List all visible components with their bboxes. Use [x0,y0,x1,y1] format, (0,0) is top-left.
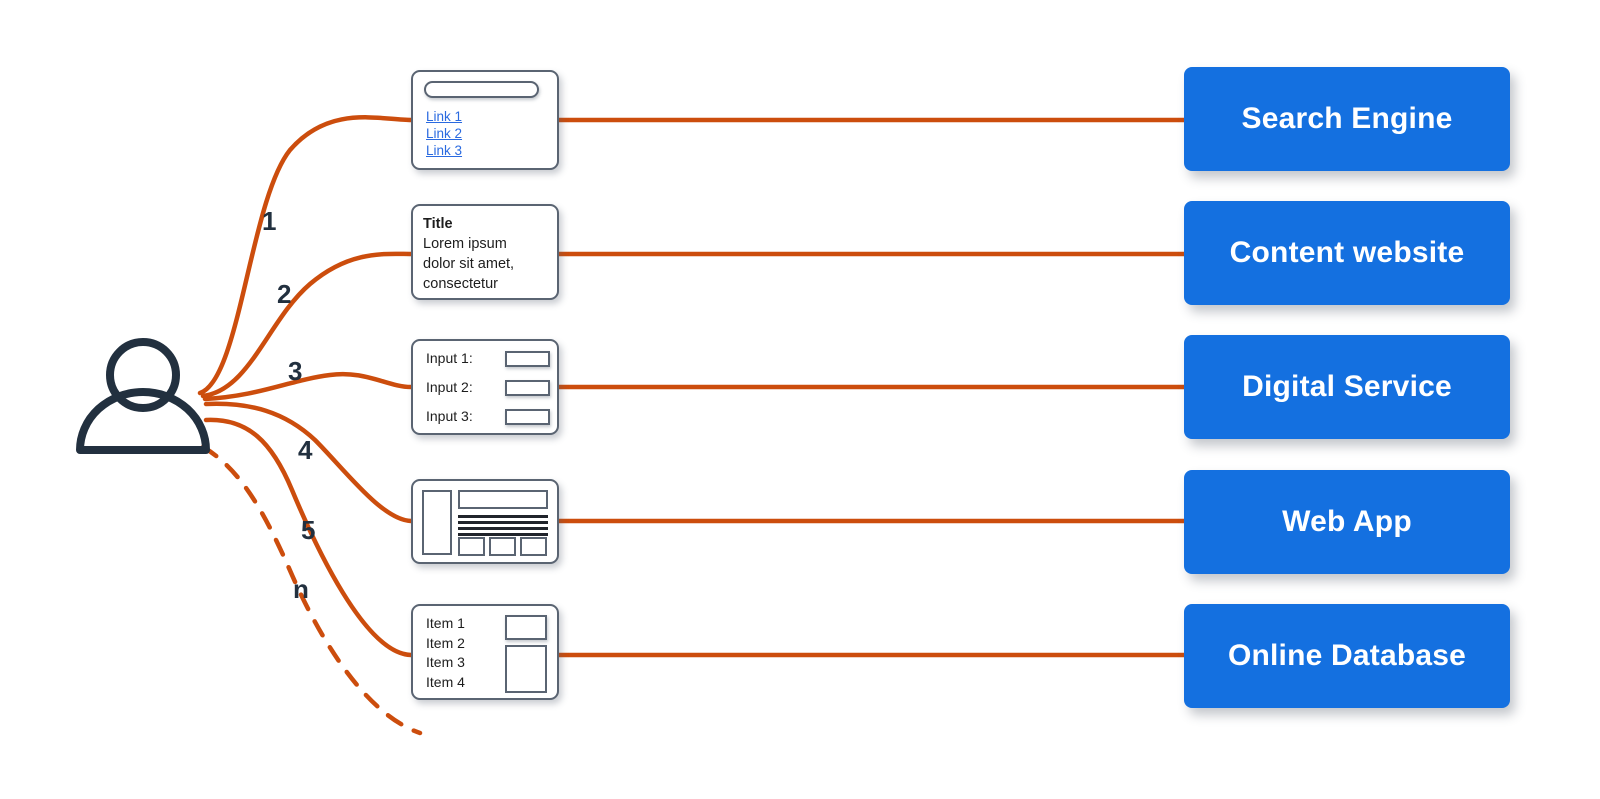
connector-label-n: n [293,574,310,604]
chip-label: Online Database [1227,639,1467,672]
chip-web-app[interactable]: Web App [1184,470,1510,574]
chip-label: Content website [1229,236,1465,269]
chip-digital-service[interactable]: Digital Service [1184,335,1510,439]
wireframe-text-line [458,533,548,536]
chip-label: Web App [1282,505,1412,538]
input-2-field[interactable] [505,380,550,396]
connector-curve-2 [200,251,414,399]
online-database-mockup[interactable]: Item 1 Item 2 Item 3 Item 4 [411,604,559,700]
input-2-label: Input 2: [426,379,473,395]
connector-curve-1 [197,115,414,396]
digital-service-form-mockup[interactable]: Input 1: Input 2: Input 3: [411,339,559,435]
article-line-2: dolor sit amet, [423,256,515,272]
result-link-1[interactable]: Link 1 [426,109,463,124]
connector-curve-n [200,444,423,736]
wireframe-content-box [489,537,516,556]
result-link-3[interactable]: Link 3 [426,143,463,158]
input-3-label: Input 3: [426,408,473,424]
wireframe-text-lines [458,515,548,539]
connector-label-4: 4 [298,435,313,465]
article-title: Title [423,216,453,232]
wireframe-text-line [458,515,548,518]
wireframe-content-box [520,537,547,556]
form-row-3: Input 3: [426,408,550,426]
connector-label-1: 1 [262,206,277,236]
input-3-field[interactable] [505,409,550,425]
web-app-wireframe-mockup[interactable] [411,479,559,564]
search-engine-mockup[interactable]: Link 1 Link 2 Link 3 [411,70,559,170]
chip-label: Digital Service [1242,370,1452,403]
database-detail-panel-top [505,615,547,640]
input-1-field[interactable] [505,351,550,367]
chip-online-database[interactable]: Online Database [1184,604,1510,708]
list-item[interactable]: Item 2 [426,634,465,651]
form-row-1: Input 1: [426,350,550,368]
wireframe-sidebar [422,490,452,555]
connector-label-3: 3 [288,356,303,386]
database-detail-panel-bottom [505,645,547,693]
content-website-mockup[interactable]: Title Lorem ipsum dolor sit amet, consec… [411,204,559,300]
list-item[interactable]: Item 4 [426,673,465,690]
wireframe-content-boxes [458,537,548,556]
database-item-list: Item 1 Item 2 Item 3 Item 4 [426,614,465,692]
connector-curve-3 [202,371,414,402]
user-person-icon [70,310,220,460]
search-input[interactable] [424,81,539,98]
form-row-2: Input 2: [426,379,550,397]
article-line-1: Lorem ipsum [423,236,507,252]
article-line-3: consectetur [423,276,498,292]
chip-search-engine[interactable]: Search Engine [1184,67,1510,171]
list-item[interactable]: Item 1 [426,615,465,631]
chip-content-website[interactable]: Content website [1184,201,1510,305]
search-results-list: Link 1 Link 2 Link 3 [426,108,462,159]
wireframe-header-bar [458,490,548,509]
result-link-2[interactable]: Link 2 [426,126,463,141]
wireframe-text-line [458,527,548,530]
chip-label: Search Engine [1241,102,1453,135]
input-1-label: Input 1: [426,350,473,366]
wireframe-text-line [458,521,548,524]
wireframe-content-box [458,537,485,556]
list-item[interactable]: Item 3 [426,654,465,670]
connector-label-5: 5 [301,515,316,545]
connector-label-2: 2 [277,279,292,309]
